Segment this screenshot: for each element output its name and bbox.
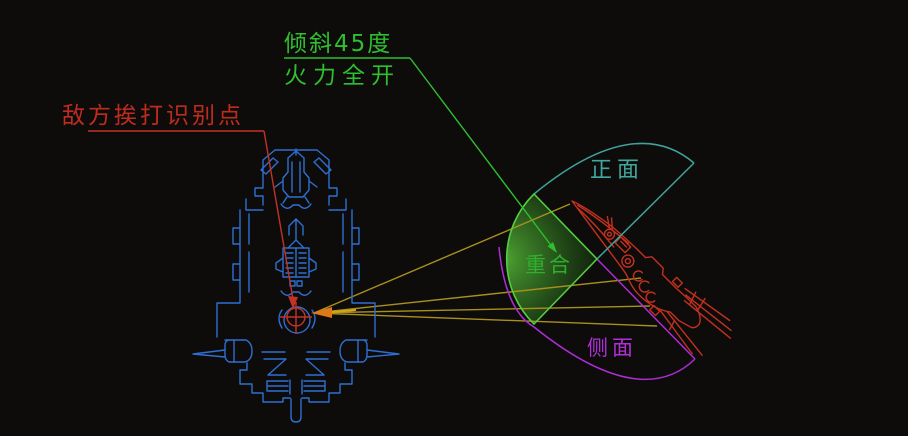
aim-line-highlight [331,309,357,313]
side-sector-curve [498,246,696,381]
enemy-ship-turret-a [603,228,616,240]
enemy-point-label: 敌方挨打识别点 [62,103,244,129]
enemy-ship-hull [571,200,701,329]
enemy-ship-gun-barrels [606,215,614,231]
enemy-ship-stern-catapults [649,276,732,356]
overlap-sector-label: 重合 [525,253,573,277]
aim-line-aft [313,305,651,314]
enemy-ship-turret-e [645,291,657,303]
side-sector-label: 侧面 [587,336,637,360]
overlap-sector-fill [506,194,597,324]
side-sector-edge [596,258,696,360]
aim-line-stern [313,312,658,327]
tilt-leader-arrowhead [547,242,557,253]
front-sector-arc [533,142,695,260]
tilt-callout-line1: 倾斜45度 [284,31,393,57]
aim-lines [313,203,658,327]
enemy-ship-turret-b-core [624,257,632,265]
tilt-leader-diagonal [409,57,554,249]
tilt-leader-line [284,57,554,249]
enemy-ship-turret-c [632,270,645,282]
player-ship-mid-hull [232,209,360,297]
enemy-point-leader-line [88,130,294,300]
player-ship-lower-hull [192,295,400,423]
player-ship-bow-block [245,149,347,211]
enemy-ship-wireframe [571,200,732,356]
enemy-point-arrowhead [288,296,298,309]
enemy-ship-turret-a-core [606,231,613,237]
overlap-sector-outline [505,193,598,325]
player-ship-wireframe [192,148,400,423]
tilt-callout-line2: 火力全开 [284,63,400,89]
aim-line-bow [313,203,571,314]
side-sector-arc [498,246,696,381]
aim-origin-arrow [311,307,332,318]
enemy-point-marker-cross [280,302,312,334]
front-sector-edge [596,162,695,260]
player-ship-bow-ornament [274,148,318,209]
front-sector-label: 正面 [590,158,645,183]
enemy-point-marker [280,302,312,334]
enemy-ship-deck-lines [576,204,632,254]
enemy-ship-turret-d [638,280,652,293]
player-ship-turret-flanks [278,309,316,329]
player-ship-superstructure [275,218,317,296]
aim-line-mid [313,277,642,314]
player-ship-turret [283,306,311,334]
enemy-ship-turret-b [621,254,635,268]
enemy-point-diagonal [263,130,294,300]
front-sector-curve [533,142,695,195]
